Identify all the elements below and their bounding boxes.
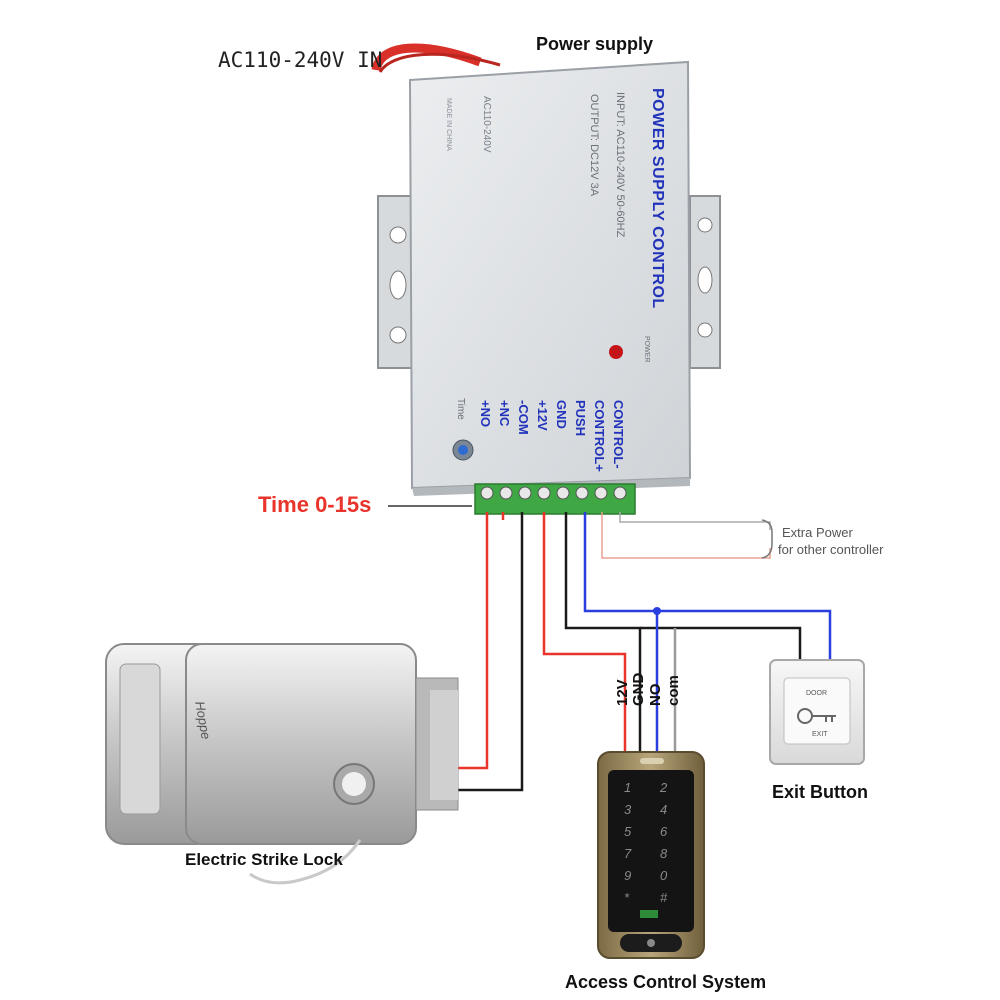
exit-button-label: Exit Button [772, 782, 868, 802]
wire-12v [542, 512, 627, 752]
power-led [609, 345, 623, 359]
exit-button-device [769, 659, 865, 765]
terminal-screw [480, 486, 494, 500]
terminal-label: +12V [535, 400, 550, 431]
terminal-screw [518, 486, 532, 500]
keypad-key[interactable]: 0 [660, 868, 668, 883]
electric-strike-lock [105, 643, 459, 885]
terminal-label: +NC [497, 400, 512, 427]
ps-made-in: MADE IN CHINA [445, 98, 452, 151]
electric-strike-lock-label: Electric Strike Lock [185, 850, 343, 869]
ps-output-spec: OUTPUT: DC12V 3A [588, 94, 600, 197]
keypad-key[interactable]: 3 [624, 802, 632, 817]
keypad-wire-label: GND [630, 672, 647, 706]
ps-power-led-label: POWER [643, 336, 650, 363]
access-keypad-device [597, 751, 705, 959]
access-control-system-label: Access Control System [565, 972, 767, 992]
wire-gnd-exit [640, 626, 802, 668]
wire-push-exit [657, 609, 832, 668]
keypad-key[interactable]: 1 [624, 780, 632, 795]
keypad-key[interactable]: 4 [660, 802, 668, 817]
terminal-label: PUSH [573, 400, 588, 437]
ps-model: AC110-240V [481, 96, 492, 153]
ps-input-spec: INPUT: AC110-240V 50-60HZ [614, 92, 626, 238]
terminal-label: CONTROL+ [592, 400, 607, 472]
keypad-key[interactable]: 9 [624, 868, 632, 883]
terminal-label: GND [554, 400, 569, 429]
wire-push [583, 512, 659, 752]
keypad-key[interactable]: 2 [660, 780, 668, 795]
wire-lock-black [458, 512, 524, 792]
keypad-key[interactable]: 6 [660, 824, 668, 839]
terminal-label: CONTROL- [611, 400, 626, 469]
mounting-bracket-right [689, 195, 721, 369]
ac-cable [371, 43, 482, 72]
keypad-wires [542, 512, 832, 752]
extra-power-label-1: Extra Power [782, 525, 853, 540]
power-supply-label: Power supply [536, 34, 654, 54]
ac-input-label: AC110-240V IN [218, 48, 383, 72]
wire-lock-red-1 [458, 512, 489, 770]
keypad-key[interactable]: 8 [660, 846, 668, 861]
extra-power-wires [601, 512, 773, 559]
terminal-screw [594, 486, 608, 500]
exit-face-top: DOOR [806, 690, 827, 697]
keypad-key[interactable]: # [660, 890, 668, 905]
terminal-screw [556, 486, 570, 500]
terminal-screw [613, 486, 627, 500]
terminal-screw [575, 486, 589, 500]
keypad-wire-label: 12V [614, 679, 631, 706]
keypad-wire-label: NO [647, 683, 664, 707]
wire-gnd [564, 512, 642, 752]
exit-face-bottom: EXIT [812, 731, 828, 738]
terminal-screw [537, 486, 551, 500]
time-range-label: Time 0-15s [258, 492, 372, 517]
ps-time-label: Time [455, 398, 466, 420]
keypad-key[interactable]: 5 [624, 824, 632, 839]
keypad-key[interactable]: 7 [624, 846, 632, 861]
terminal-label: -COM [516, 400, 531, 435]
terminal-block [474, 483, 636, 515]
terminal-label: +NO [478, 400, 493, 428]
lock-wires [458, 512, 524, 792]
keypad-wire-label: com [665, 675, 682, 706]
keypad-key[interactable]: * [624, 890, 630, 905]
terminal-screw [499, 486, 513, 500]
ps-title: POWER SUPPLY CONTROL [649, 88, 666, 309]
extra-power-label-2: for other controller [778, 542, 884, 557]
